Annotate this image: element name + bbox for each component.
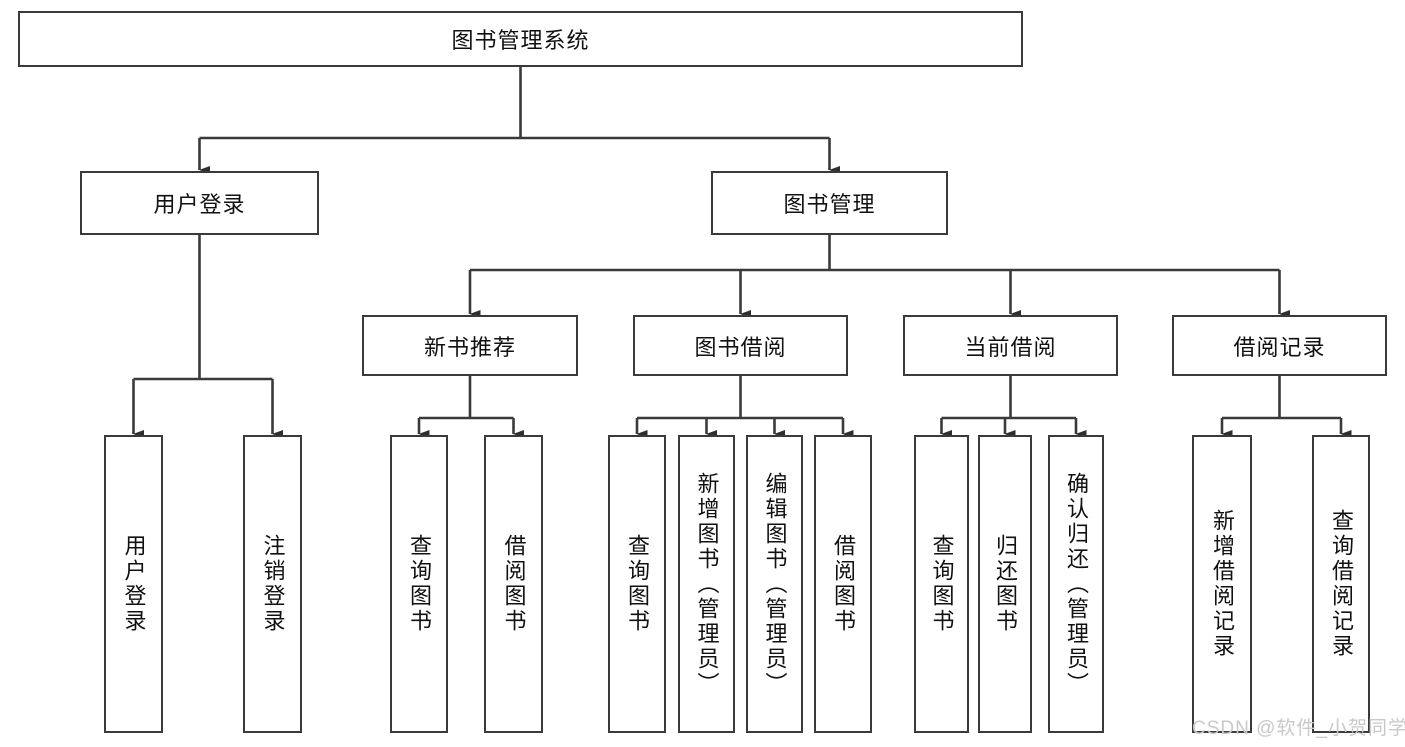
leaf-query-books-borrow[interactable]: 查询图书 [608,435,666,733]
watermark: CSDN @软件_小贺同学 [1192,718,1405,739]
node-label: 用户登录 [153,192,246,217]
node-label: 用户登录 [121,534,147,634]
node-label: 查询图书 [929,534,955,634]
node-label: 编辑图书（管理员） [762,471,788,697]
node-book-borrow[interactable]: 图书借阅 [633,315,848,376]
node-label: 借阅图书 [831,534,856,634]
node-new-book-recommendation[interactable]: 新书推荐 [362,315,578,376]
node-label: 图书借阅 [694,334,787,360]
node-label: 借阅记录 [1233,334,1326,360]
node-label: 归还图书 [993,534,1018,634]
leaf-query-books-current[interactable]: 查询图书 [914,435,969,733]
node-label: 借阅图书 [501,534,527,634]
leaf-confirm-return-admin[interactable]: 确认归还（管理员） [1048,435,1104,733]
node-label: 图书管理 [783,192,876,217]
node-book-management[interactable]: 图书管理 [711,171,948,235]
node-label: 查询借阅记录 [1329,509,1354,659]
node-current-borrow[interactable]: 当前借阅 [903,315,1118,376]
node-label: 新书推荐 [423,334,516,360]
node-root[interactable]: 图书管理系统 [18,11,1023,67]
leaf-edit-book-admin[interactable]: 编辑图书（管理员） [746,435,803,733]
leaf-query-borrow-record[interactable]: 查询借阅记录 [1312,435,1370,733]
node-label: 新增图书（管理员） [694,471,720,697]
leaf-borrow-books-recommend[interactable]: 借阅图书 [484,435,543,733]
node-label: 查询图书 [625,534,650,634]
leaf-logout[interactable]: 注销登录 [243,435,302,733]
leaf-query-books-recommend[interactable]: 查询图书 [390,435,448,733]
node-borrow-records[interactable]: 借阅记录 [1172,315,1387,376]
leaf-borrow-books[interactable]: 借阅图书 [814,435,872,733]
node-label: 注销登录 [260,534,286,634]
node-user-login[interactable]: 用户登录 [80,171,319,235]
node-label: 查询图书 [407,534,432,634]
node-label: 新增借阅记录 [1210,509,1235,659]
node-label: 图书管理系统 [451,28,590,53]
node-label: 确认归还（管理员） [1064,471,1089,697]
leaf-add-borrow-record[interactable]: 新增借阅记录 [1192,435,1252,733]
node-label: 当前借阅 [964,334,1057,360]
leaf-return-books[interactable]: 归还图书 [978,435,1032,733]
leaf-user-login[interactable]: 用户登录 [104,435,163,733]
leaf-add-book-admin[interactable]: 新增图书（管理员） [678,435,735,733]
